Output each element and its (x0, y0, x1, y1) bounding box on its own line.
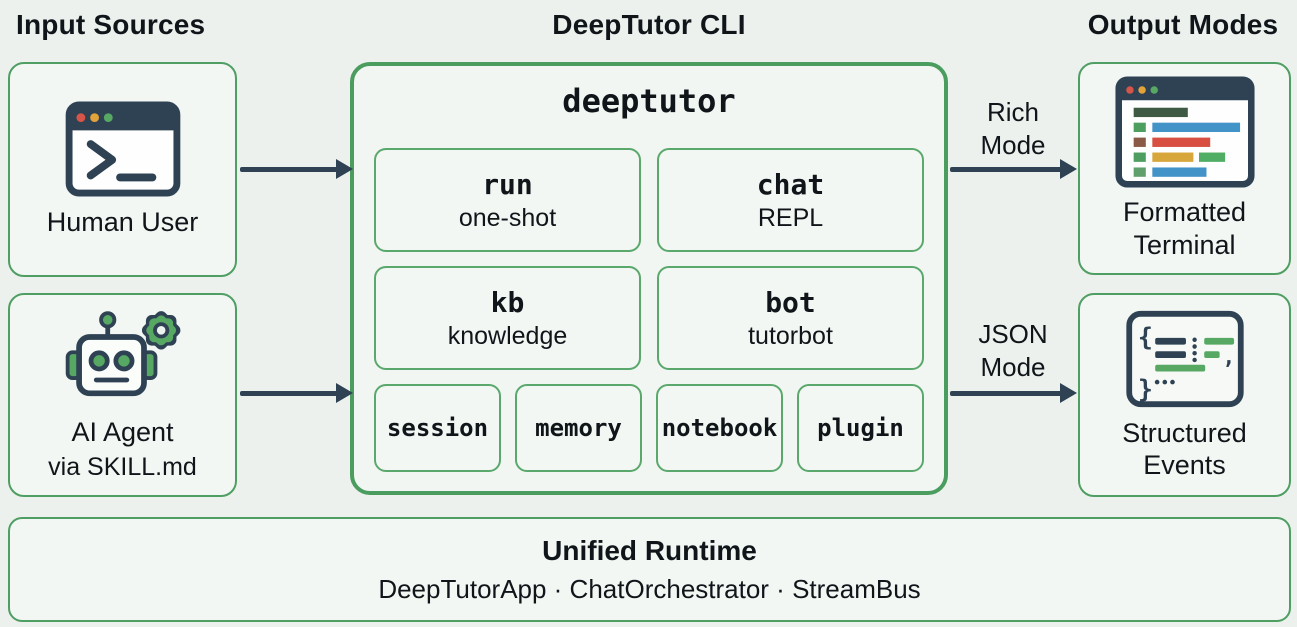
cli-to-json-arrow-head (1060, 383, 1077, 403)
human-user-box: Human User (8, 62, 237, 277)
cli-app-name: deeptutor (562, 82, 736, 120)
gear-icon (141, 311, 180, 350)
command-run: run one-shot (374, 148, 641, 252)
command-row-1: run one-shot chat REPL (374, 148, 924, 252)
command-name: plugin (817, 414, 904, 442)
command-notebook: notebook (656, 384, 783, 472)
svg-text:,: , (1222, 343, 1235, 368)
command-memory: memory (515, 384, 642, 472)
command-name: notebook (661, 414, 778, 442)
command-name: session (386, 414, 489, 442)
runtime-title: Unified Runtime (542, 534, 757, 566)
svg-text:}: } (1137, 374, 1152, 403)
human-to-cli-arrow-line (240, 167, 338, 172)
json-mode-label: JSON Mode (978, 319, 1048, 382)
command-session: session (374, 384, 501, 472)
structured-events-label: Structured Events (1122, 417, 1247, 480)
json-braces-icon: { , } (1125, 310, 1244, 407)
svg-text:{: { (1137, 322, 1152, 351)
ai-agent-box: AI Agent via SKILL.md (8, 293, 237, 497)
command-kb: kb knowledge (374, 266, 641, 370)
robot-with-gear-icon (65, 311, 180, 397)
rich-mode-label: Rich Mode (980, 97, 1046, 160)
cli-to-json-arrow-line (950, 391, 1062, 396)
human-to-cli-arrow-head (336, 159, 353, 179)
agent-to-cli-arrow-head (336, 383, 353, 403)
command-row-3: session memory notebook plugin (374, 384, 924, 472)
runtime-components: DeepTutorApp · ChatOrchestrator · Stream… (378, 574, 921, 605)
command-row-2: kb knowledge bot tutorbot (374, 266, 924, 370)
agent-to-cli-arrow-line (240, 391, 338, 396)
command-chat: chat REPL (657, 148, 924, 252)
formatted-terminal-icon (1114, 76, 1255, 188)
input-sources-header: Input Sources (16, 9, 206, 40)
unified-runtime-box: Unified Runtime DeepTutorApp · ChatOrche… (8, 517, 1291, 622)
deeptutor-cli-box: deeptutor run one-shot chat REPL kb know… (350, 62, 948, 495)
cli-to-rich-arrow-head (1060, 159, 1077, 179)
structured-events-box: { , } Structured Events (1078, 293, 1291, 497)
command-desc: tutorbot (748, 321, 833, 350)
command-desc: one-shot (458, 203, 557, 232)
output-modes-header: Output Modes (1087, 9, 1279, 40)
ai-agent-label: AI Agent (71, 417, 174, 448)
command-name: kb (490, 285, 525, 319)
command-name: bot (765, 285, 816, 319)
deeptutor-cli-header: DeepTutor CLI (552, 9, 746, 40)
formatted-terminal-label: Formatted Terminal (1122, 197, 1247, 260)
human-user-label: Human User (46, 207, 199, 238)
formatted-terminal-box: Formatted Terminal (1078, 62, 1291, 275)
command-desc: REPL (757, 203, 824, 232)
terminal-window-icon (65, 101, 180, 197)
command-name: run (482, 167, 533, 201)
command-name: chat (756, 167, 825, 201)
cli-to-rich-arrow-line (950, 167, 1062, 172)
command-name: memory (535, 414, 622, 442)
command-plugin: plugin (797, 384, 924, 472)
command-bot: bot tutorbot (657, 266, 924, 370)
command-desc: knowledge (447, 321, 568, 350)
ai-agent-sublabel: via SKILL.md (48, 452, 197, 481)
